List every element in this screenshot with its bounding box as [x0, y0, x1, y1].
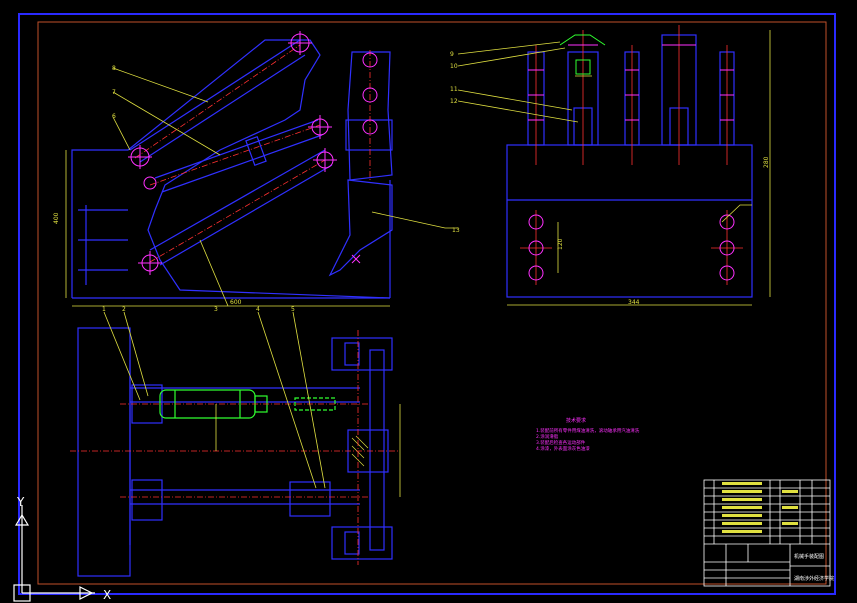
- front-view: [71, 39, 393, 299]
- title-block: [703, 479, 831, 587]
- ucs-y-label: Y: [16, 495, 25, 509]
- top-leaders: [103, 311, 401, 497]
- top-centerlines: [70, 330, 400, 565]
- notes-title: 技术要求: [566, 417, 586, 424]
- front-dimensions: [65, 150, 390, 307]
- part-number-4: 4: [256, 306, 260, 313]
- part-number-1: 1: [102, 306, 106, 313]
- front-part-numbers: 8 7 6 13 600 400: [53, 65, 460, 306]
- part-number-5: 5: [291, 306, 295, 313]
- side-part-numbers: 9 10 11 12 344 280 120: [450, 51, 770, 306]
- part-number-7: 7: [112, 89, 116, 96]
- top-view: [77, 327, 393, 577]
- title-block-text: 机械手装配图 湖南涉外经济学院: [794, 553, 834, 582]
- front-centerlines: [134, 44, 371, 263]
- dim-344: 344: [628, 299, 640, 306]
- side-holes: [528, 44, 735, 281]
- part-number-8: 8: [112, 65, 116, 72]
- note-line-1: 1.装配前所有零件用煤油清洗，滚动轴承用汽油清洗: [536, 427, 640, 434]
- note-line-2: 2.涂润滑脂: [536, 433, 559, 440]
- ucs-labels: Y X: [16, 495, 111, 602]
- school-name: 湖南涉外经济学院: [794, 575, 834, 582]
- part-number-12: 12: [450, 98, 458, 105]
- dim-400: 400: [53, 212, 60, 224]
- drawing-name: 机械手装配图: [794, 553, 824, 560]
- dim-600: 600: [230, 299, 242, 306]
- part-number-13: 13: [452, 227, 460, 234]
- title-block-fills: [722, 482, 798, 533]
- part-number-10: 10: [450, 63, 458, 70]
- part-number-3: 3: [214, 306, 218, 313]
- side-view: [506, 34, 753, 298]
- part-number-9: 9: [450, 51, 454, 58]
- part-number-6: 6: [112, 113, 116, 120]
- side-centerlines: [520, 25, 743, 285]
- part-number-11: 11: [450, 86, 458, 93]
- ucs-x-label: X: [103, 588, 111, 602]
- side-top-green: [559, 34, 606, 75]
- sheet-border-outer: [18, 13, 836, 595]
- note-line-3: 3.装配后检查各运动部件: [536, 439, 586, 446]
- side-dimensions: [457, 30, 771, 306]
- dim-120: 120: [557, 238, 564, 250]
- front-joints: [128, 31, 378, 275]
- technical-notes: 技术要求 1.装配前所有零件用煤油清洗，滚动轴承用汽油清洗 2.涂润滑脂 3.装…: [536, 417, 640, 452]
- top-part-numbers: 1 2 3 4 5: [102, 306, 295, 313]
- front-leaders: [112, 67, 458, 307]
- dim-280: 280: [763, 156, 770, 168]
- note-line-4: 4.涂漆，外表面涂灰色油漆: [536, 445, 590, 452]
- ucs-icon: [13, 505, 95, 602]
- part-number-2: 2: [122, 306, 126, 313]
- sheet-border-inner: [37, 21, 827, 585]
